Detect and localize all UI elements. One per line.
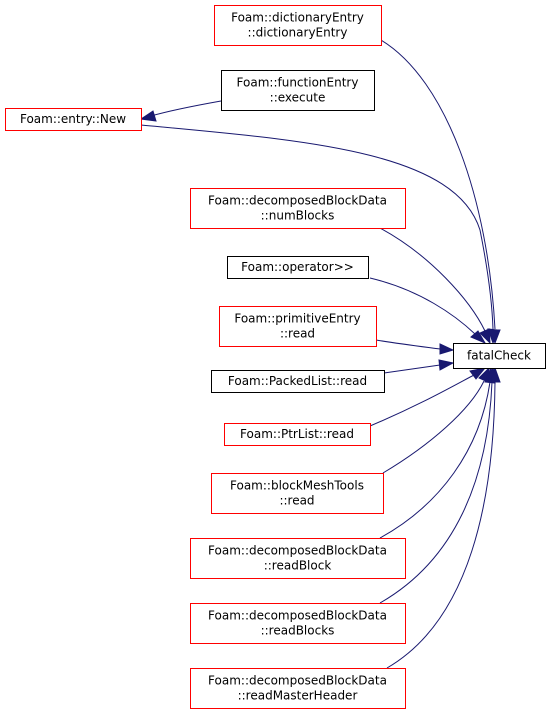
node-label-line2: ::read	[279, 494, 314, 508]
node-label-line2: ::numBlocks	[261, 209, 335, 223]
node-dictionaryEntry[interactable]: Foam::dictionaryEntry::dictionaryEntry	[214, 5, 382, 46]
node-PtrList-read[interactable]: Foam::PtrList::read	[224, 423, 371, 446]
node-box	[224, 423, 371, 446]
edge-line	[150, 100, 222, 117]
edge-entry-New-to-fatalCheck	[140, 124, 499, 345]
node-decomposedBlockData-readMasterHeader[interactable]: Foam::decomposedBlockData::readMasterHea…	[190, 668, 406, 709]
node-label: Foam::decomposedBlockData	[208, 544, 387, 558]
node-label: Foam::functionEntry	[237, 76, 359, 90]
arrow-head	[489, 366, 501, 383]
arrow-head	[479, 328, 491, 345]
node-label: Foam::PtrList::read	[240, 427, 354, 441]
node-decomposedBlockData-numBlocks[interactable]: Foam::decomposedBlockData::numBlocks	[190, 188, 406, 229]
node-PackedList-read[interactable]: Foam::PackedList::read	[211, 370, 385, 393]
node-box	[227, 256, 369, 279]
node-functionEntry-execute[interactable]: Foam::functionEntry::execute	[221, 70, 375, 111]
edge-operator-rshift-to-fatalCheck	[369, 277, 487, 345]
edge-line	[386, 381, 496, 669]
edge-line	[369, 277, 476, 335]
edge-decomposedBlockData-readMasterHeader-to-fatalCheck	[386, 366, 501, 669]
node-label: Foam::blockMeshTools	[230, 479, 364, 493]
node-label: Foam::decomposedBlockData	[208, 194, 387, 208]
node-label-line2: ::readMasterHeader	[238, 689, 358, 703]
node-box	[453, 343, 546, 369]
arrow-head	[487, 328, 499, 345]
node-label: Foam::PackedList::read	[228, 374, 367, 388]
edge-line	[140, 124, 494, 330]
edge-PtrList-read-to-fatalCheck	[369, 367, 487, 427]
node-decomposedBlockData-readBlock[interactable]: Foam::decomposedBlockData::readBlock	[190, 538, 406, 579]
arrow-head	[470, 330, 487, 345]
node-box	[221, 70, 375, 111]
node-operator-rshift[interactable]: Foam::operator>>	[227, 256, 369, 279]
node-box	[211, 370, 385, 393]
edge-PackedList-read-to-fatalCheck	[383, 359, 455, 374]
node-label-line2: ::execute	[270, 91, 326, 105]
edge-line	[369, 374, 475, 427]
edge-line	[375, 339, 441, 350]
node-blockMeshTools-read[interactable]: Foam::blockMeshTools::read	[211, 473, 384, 514]
node-box	[190, 603, 406, 644]
node-box	[214, 5, 382, 46]
edge-functionEntry-execute-to-entry-New	[139, 100, 222, 122]
node-box	[5, 108, 142, 131]
edge-line	[379, 381, 491, 539]
node-label: Foam::dictionaryEntry	[231, 11, 364, 25]
node-label: Foam::decomposedBlockData	[208, 674, 387, 688]
node-box	[219, 306, 377, 347]
node-box	[190, 538, 406, 579]
node-box	[190, 668, 406, 709]
node-label-line2: ::read	[280, 327, 315, 341]
node-box	[211, 473, 384, 514]
node-primitiveEntry-read[interactable]: Foam::primitiveEntry::read	[219, 306, 377, 347]
edges-layer	[139, 39, 501, 669]
node-label: fatalCheck	[467, 349, 531, 363]
focus-node-fatalCheck: fatalCheck	[453, 343, 546, 369]
node-decomposedBlockData-readBlocks[interactable]: Foam::decomposedBlockData::readBlocks	[190, 603, 406, 644]
nodes-layer: Foam::dictionaryEntry::dictionaryEntryFo…	[5, 5, 546, 709]
edge-line	[379, 227, 486, 332]
arrow-head	[438, 359, 455, 371]
edge-decomposedBlockData-numBlocks-to-fatalCheck	[379, 227, 491, 345]
node-label-line2: ::readBlock	[264, 559, 332, 573]
edge-decomposedBlockData-readBlock-to-fatalCheck	[379, 366, 496, 539]
edge-primitiveEntry-read-to-fatalCheck	[375, 339, 455, 355]
node-label: Foam::decomposedBlockData	[208, 609, 387, 623]
edge-line	[379, 381, 493, 604]
node-box	[190, 188, 406, 229]
edge-line	[383, 364, 441, 374]
arrow-head	[439, 343, 455, 355]
node-entry-New[interactable]: Foam::entry::New	[5, 108, 142, 131]
node-label: Foam::operator>>	[241, 260, 354, 274]
arrow-head	[469, 367, 487, 380]
edge-blockMeshTools-read-to-fatalCheck	[382, 366, 490, 474]
node-label-line2: ::readBlocks	[261, 624, 335, 638]
edge-line	[380, 39, 496, 330]
edge-line	[382, 380, 485, 474]
node-label-line2: ::dictionaryEntry	[248, 26, 348, 40]
arrow-head	[139, 110, 157, 122]
node-label: Foam::primitiveEntry	[234, 312, 360, 326]
node-label: Foam::entry::New	[20, 112, 126, 126]
